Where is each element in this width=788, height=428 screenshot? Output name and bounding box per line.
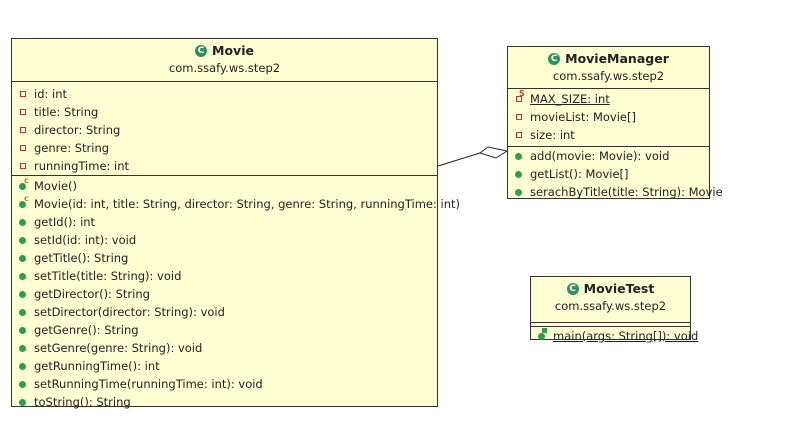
aggregation-diamond — [478, 146, 509, 159]
class-header: C MovieTest com.ssafy.ws.step2 — [531, 277, 690, 323]
static-method-icon — [538, 333, 545, 340]
class-header: C MovieManager com.ssafy.ws.step2 — [508, 47, 709, 89]
attribute-row: runningTime: int — [12, 157, 437, 175]
private-field-icon — [516, 114, 522, 120]
public-method-icon — [19, 381, 26, 388]
attribute-row: title: String — [12, 103, 437, 121]
method-row: main(args: String[]): void — [531, 327, 698, 345]
public-method-icon — [515, 153, 522, 160]
public-method-icon — [19, 399, 26, 406]
private-field-icon — [20, 109, 26, 115]
attributes-section: id: int title: String director: String g… — [12, 82, 437, 176]
public-method-icon — [19, 219, 26, 226]
method-row: setId(id: int): void — [12, 231, 437, 249]
private-field-icon — [516, 132, 522, 138]
constructor-icon — [19, 183, 26, 190]
public-method-icon — [19, 327, 26, 334]
class-header: C Movie com.ssafy.ws.step2 — [12, 39, 437, 82]
class-name: MovieManager — [565, 51, 669, 66]
public-method-icon — [19, 255, 26, 262]
attributes-section — [531, 323, 690, 327]
attribute-row: director: String — [12, 121, 437, 139]
method-row: getList(): Movie[] — [508, 165, 709, 183]
method-row: setRunningTime(runningTime: int): void — [12, 375, 437, 393]
attribute-row: genre: String — [12, 139, 437, 157]
attribute-row: id: int — [12, 85, 437, 103]
class-package: com.ssafy.ws.step2 — [552, 69, 665, 83]
method-row: getId(): int — [12, 213, 437, 231]
method-row: serachByTitle(title: String): Movie — [508, 183, 723, 201]
methods-section: add(movie: Movie): void getList(): Movie… — [508, 147, 723, 201]
private-field-icon — [20, 145, 26, 151]
static-field-icon — [516, 96, 522, 102]
class-movie-test[interactable]: C MovieTest com.ssafy.ws.step2 main(args… — [530, 276, 698, 343]
aggregation-line — [437, 152, 481, 167]
public-method-icon — [19, 309, 26, 316]
attribute-row: size: int — [508, 126, 709, 144]
class-movie[interactable]: C Movie com.ssafy.ws.step2 id: int title… — [11, 38, 460, 409]
public-method-icon — [19, 363, 26, 370]
class-package: com.ssafy.ws.step2 — [168, 61, 281, 75]
class-package: com.ssafy.ws.step2 — [554, 299, 667, 313]
private-field-icon — [20, 91, 26, 97]
method-row: setGenre(genre: String): void — [12, 339, 437, 357]
method-row: getDirector(): String — [12, 285, 437, 303]
method-row: getGenre(): String — [12, 321, 437, 339]
public-method-icon — [515, 189, 522, 196]
method-row: add(movie: Movie): void — [508, 147, 709, 165]
methods-section: main(args: String[]): void — [531, 327, 698, 345]
public-method-icon — [515, 171, 522, 178]
method-row: getTitle(): String — [12, 249, 437, 267]
public-method-icon — [19, 345, 26, 352]
constructor-icon — [19, 201, 26, 208]
class-name: MovieTest — [583, 281, 655, 296]
public-method-icon — [19, 237, 26, 244]
class-name: Movie — [212, 43, 254, 58]
class-icon: C — [548, 53, 561, 65]
private-field-icon — [20, 163, 26, 169]
private-field-icon — [20, 127, 26, 133]
method-row: toString(): String — [12, 393, 437, 411]
method-row: setTitle(title: String): void — [12, 267, 437, 285]
method-row: getRunningTime(): int — [12, 357, 437, 375]
public-method-icon — [19, 273, 26, 280]
method-row: setDirector(director: String): void — [12, 303, 437, 321]
class-icon: C — [566, 283, 579, 295]
attribute-row: movieList: Movie[] — [508, 108, 709, 126]
class-icon: C — [195, 45, 208, 57]
public-method-icon — [19, 291, 26, 298]
